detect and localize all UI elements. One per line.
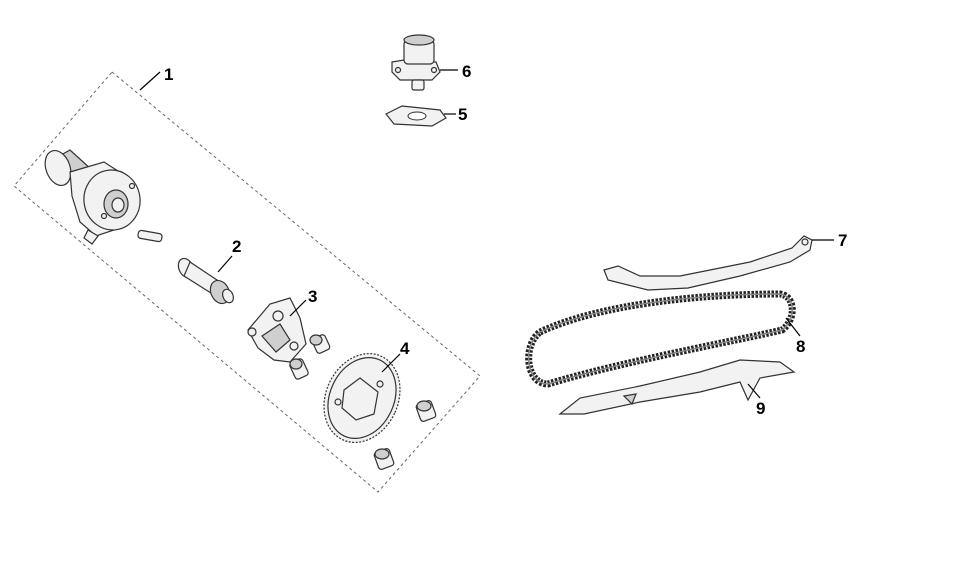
bolt <box>373 448 395 470</box>
timing-chain <box>525 290 796 388</box>
callout-7: 7 <box>838 231 847 250</box>
tensioner-gasket <box>385 105 447 127</box>
callout-1: 1 <box>164 65 173 84</box>
callout-3: 3 <box>308 287 317 306</box>
chain-guide <box>558 359 796 415</box>
callout-5: 5 <box>458 105 467 124</box>
rocker-shaft <box>177 257 235 305</box>
leader-lines <box>139 69 834 399</box>
camshaft-assembly <box>44 149 141 245</box>
bolt <box>415 400 437 422</box>
bolt <box>289 358 309 380</box>
bolt <box>309 334 331 354</box>
callout-8: 8 <box>796 337 805 356</box>
callout-9: 9 <box>756 399 765 418</box>
dowel-pin <box>137 229 163 243</box>
tensioner-guide <box>603 235 813 291</box>
callout-6: 6 <box>462 62 471 81</box>
callout-4: 4 <box>400 339 410 358</box>
chain-tensioner <box>391 34 441 91</box>
callout-2: 2 <box>232 237 241 256</box>
assembly-group-outline <box>13 71 481 493</box>
rocker-arm <box>247 297 307 363</box>
cam-sprocket <box>323 353 401 443</box>
